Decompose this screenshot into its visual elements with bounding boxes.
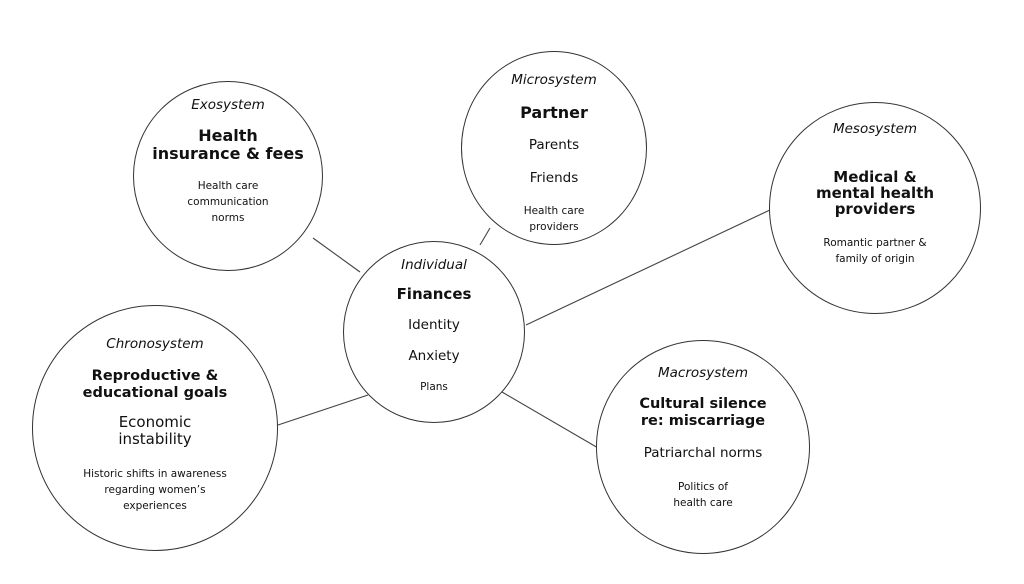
chronosystem-circle: Chronosystem Reproductive & educational … xyxy=(32,305,278,551)
edge-individual-exosystem xyxy=(312,237,361,273)
chronosystem-detail: Historic shifts in awareness regarding w… xyxy=(83,468,227,512)
macrosystem-label: Macrosystem xyxy=(658,365,748,381)
individual-circle: Individual Finances Identity Anxiety Pla… xyxy=(343,241,525,423)
edge-individual-mesosystem xyxy=(525,208,773,326)
exosystem-label: Exosystem xyxy=(191,97,265,113)
individual-item-anxiety: Anxiety xyxy=(408,348,460,364)
macrosystem-circle: Macrosystem Cultural silence re: miscarr… xyxy=(596,340,810,554)
macrosystem-detail: Politics of health care xyxy=(673,481,733,509)
exosystem-circle: Exosystem Health insurance & fees Health… xyxy=(133,81,323,271)
exosystem-main: Health insurance & fees xyxy=(152,126,304,163)
macrosystem-item-patriarchal: Patriarchal norms xyxy=(643,445,763,461)
individual-plans: Plans xyxy=(420,381,448,393)
microsystem-detail: Health care providers xyxy=(523,205,585,233)
microsystem-circle: Microsystem Partner Parents Friends Heal… xyxy=(461,51,647,245)
individual-label: Individual xyxy=(401,257,467,273)
mesosystem-label: Mesosystem xyxy=(832,121,918,137)
individual-main: Finances xyxy=(396,285,472,303)
individual-item-identity: Identity xyxy=(408,317,460,333)
microsystem-item-friends: Friends xyxy=(529,170,579,186)
microsystem-label: Microsystem xyxy=(511,72,597,88)
edge-individual-macrosystem xyxy=(501,391,606,453)
microsystem-main: Partner xyxy=(520,103,588,122)
microsystem-item-parents: Parents xyxy=(528,137,580,153)
edge-individual-chronosystem xyxy=(277,394,369,426)
chronosystem-label: Chronosystem xyxy=(106,336,204,352)
mesosystem-circle: Mesosystem Medical & mental health provi… xyxy=(769,102,981,314)
mesosystem-main: Medical & mental health providers xyxy=(815,168,935,218)
edge-individual-microsystem xyxy=(479,227,491,246)
chronosystem-main: Reproductive & educational goals xyxy=(82,368,228,401)
mesosystem-detail: Romantic partner & family of origin xyxy=(823,237,927,265)
exosystem-detail: Health care communication norms xyxy=(187,180,269,224)
chronosystem-secondary: Economic instability xyxy=(118,413,192,448)
macrosystem-main: Cultural silence re: miscarriage xyxy=(639,396,767,429)
